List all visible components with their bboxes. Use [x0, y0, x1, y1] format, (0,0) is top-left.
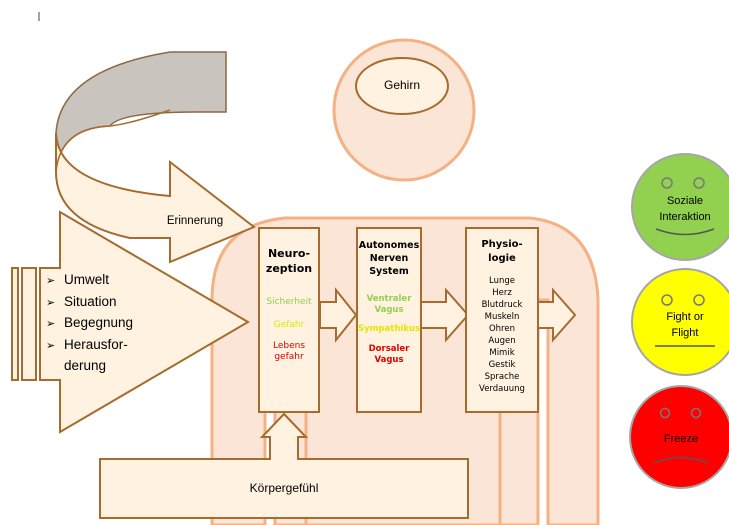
arrow-to-states — [536, 287, 577, 343]
social-interaction-label: Soziale Interaktion — [659, 195, 711, 223]
physiology-box — [465, 227, 539, 413]
brain-label: Gehirn — [383, 78, 421, 92]
input-item: ➢Situation — [46, 293, 117, 309]
input-item: ➢Begegnung — [46, 315, 134, 330]
fight-or-flight-label: Fight or Flight — [666, 311, 704, 339]
physiology-title: Physio- logie — [481, 239, 523, 264]
body-feeling-label: Körpergefühl — [249, 481, 319, 495]
smiley-green — [631, 153, 729, 261]
physiology-item: Mimik — [489, 348, 515, 358]
input-item-continuation: derung — [64, 358, 107, 373]
memory-arrow — [55, 51, 256, 264]
physiology-item: Muskeln — [484, 312, 520, 322]
ans-sympathetic: Sympathikus — [357, 324, 421, 334]
ans-ventral-vagus: Ventraler Vagus — [366, 294, 412, 315]
neurozeption-safety: Sicherheit — [266, 297, 312, 307]
physiology-item: Blutdruck — [481, 300, 523, 310]
neurozeption-danger: Gefahr — [273, 320, 305, 330]
ans-dorsal-vagus: Dorsaler Vagus — [368, 344, 410, 365]
smiley-yellow — [631, 268, 729, 376]
physiology-item: Gestik — [488, 360, 516, 370]
freeze-label: Freeze — [663, 433, 699, 445]
physiology-item: Lunge — [489, 276, 515, 286]
memory-label: Erinnerung — [166, 215, 224, 227]
arrow-to-physiology — [419, 287, 470, 343]
smiley-red — [629, 385, 729, 489]
ans-box — [356, 227, 422, 413]
physiology-item: Augen — [488, 336, 516, 346]
input-item: ➢Umwelt — [46, 272, 110, 287]
neurozeption-title: Neuro- zeption — [265, 247, 313, 275]
input-list: ➢Umwelt ➢Situation ➢Begegnung ➢Herausfor… — [46, 270, 133, 377]
physiology-list: Lunge Herz Blutdruck Muskeln Ohren Augen… — [466, 275, 538, 395]
physiology-item: Verdauung — [479, 384, 525, 394]
ans-title: Autonomes Nerven System — [358, 240, 420, 277]
physiology-item: Sprache — [484, 372, 520, 382]
neurozeption-box — [258, 227, 320, 413]
neurozeption-life-threat: Lebens gefahr — [272, 341, 306, 362]
input-arrow — [11, 210, 250, 434]
input-item: ➢Herausfor- — [46, 336, 128, 352]
brain-ellipse — [355, 57, 449, 115]
arrow-to-ans — [319, 287, 358, 343]
physiology-item: Ohren — [488, 324, 515, 334]
body-feeling-bar — [99, 412, 469, 519]
physiology-item: Herz — [492, 288, 512, 298]
